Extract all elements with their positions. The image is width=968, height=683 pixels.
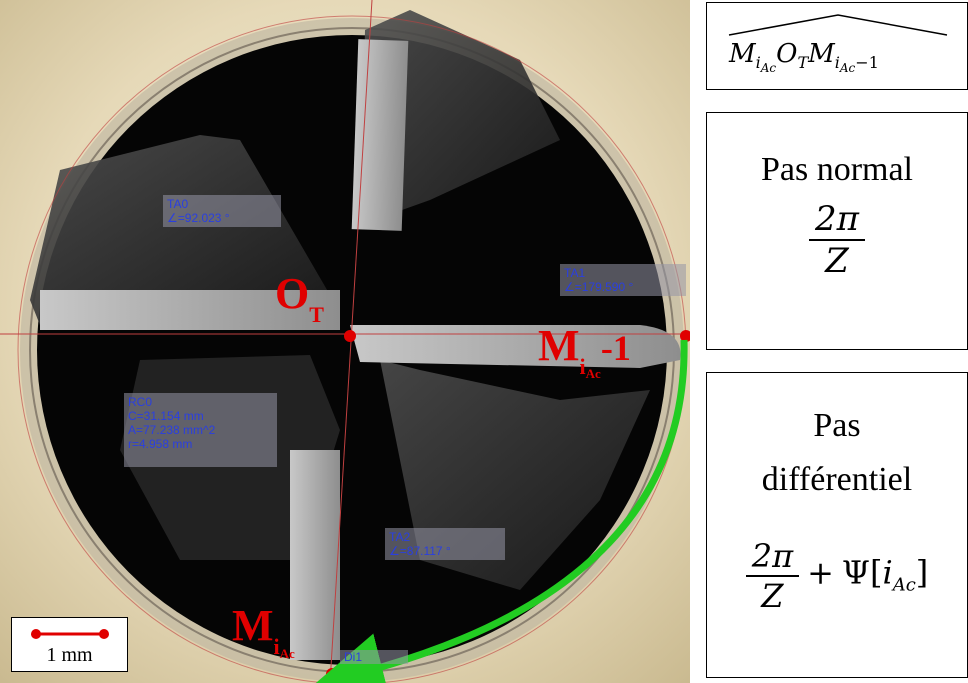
measure-rc0-c: C=31.154 mm	[128, 409, 204, 423]
diff-psi-i: i	[882, 553, 893, 592]
measure-ta2: TA2 ∠=87.117 °	[385, 528, 505, 560]
diff-den: Z	[761, 577, 784, 615]
angle-ac2: Ac	[839, 61, 856, 76]
label-m0-main: M	[232, 601, 274, 650]
measure-ta2-value: ∠=87.117 °	[389, 544, 451, 558]
arc-hat	[728, 14, 948, 36]
angle-ac1: Ac	[760, 61, 777, 76]
diff-plus: +	[807, 553, 834, 592]
angle-minus1: −1	[855, 53, 879, 73]
scale-bar: 1 mm	[11, 617, 128, 672]
label-ot-main: O	[275, 269, 310, 318]
angle-arrow	[314, 339, 688, 683]
scale-line	[31, 629, 109, 639]
measure-di1: Di1	[340, 650, 408, 664]
point-ot	[344, 330, 356, 342]
measure-rc0-name: RC0	[128, 395, 153, 409]
label-ot: OT	[275, 268, 324, 327]
label-m1: MiAc-1	[538, 320, 631, 381]
label-m1-main: M	[538, 321, 580, 370]
measure-ta2-name: TA2	[389, 530, 411, 544]
label-m0-subsub: Ac	[279, 646, 295, 661]
measure-ta0-value: ∠=92.023 °	[167, 211, 230, 225]
label-m1-sub: i	[579, 354, 586, 379]
measure-di1-name: Di1	[344, 650, 363, 664]
normal-fraction: 2π Z	[809, 199, 865, 281]
angle-t: T	[797, 53, 809, 73]
point-m0	[326, 668, 338, 680]
label-ot-sub: T	[309, 302, 324, 327]
angle-i2: i	[834, 53, 840, 73]
angle-o: O	[776, 39, 798, 69]
angle-formula: MiAcOTMiAc−1	[729, 39, 879, 75]
diff-title-1: Pas	[813, 407, 861, 444]
diff-num: 2π	[745, 537, 800, 577]
diff-fraction: 2π Z	[745, 537, 800, 615]
measure-ta1-value: ∠=179.590 °	[564, 280, 634, 294]
point-m1	[680, 330, 690, 342]
label-m1-suffix: -1	[600, 328, 631, 368]
measure-rc0-r: r=4.958 mm	[128, 437, 193, 451]
measure-rc0-a: A=77.238 mm^2	[128, 423, 216, 437]
flute-tr	[360, 10, 560, 225]
diff-formula: 2π Z + Ψ[iAc]	[707, 537, 967, 615]
diff-psi: Ψ[	[841, 553, 883, 592]
normal-num: 2π	[809, 199, 865, 241]
edge-left	[40, 290, 340, 330]
measure-ta0-name: TA0	[167, 197, 189, 211]
scale-label: 1 mm	[46, 644, 93, 666]
panel-differential: Pas différentiel 2π Z + Ψ[iAc]	[706, 372, 968, 678]
angle-m2: M	[808, 39, 835, 69]
edge-top	[351, 39, 409, 231]
diff-title-2: différentiel	[761, 461, 913, 498]
angle-m1: M	[729, 39, 756, 69]
edge-right	[350, 325, 681, 368]
measure-ta1-name: TA1	[564, 266, 586, 280]
measure-ta0: TA0 ∠=92.023 °	[163, 195, 281, 227]
panel-normal: Pas normal 2π Z	[706, 112, 968, 350]
label-m0: MiAc	[232, 600, 295, 661]
diff-psi-sub: Ac	[892, 574, 916, 596]
flute-tl	[30, 135, 330, 325]
diff-close: ]	[915, 553, 929, 592]
normal-den: Z	[825, 241, 849, 281]
edge-bottom	[290, 450, 340, 660]
normal-title: Pas normal	[760, 151, 914, 188]
label-m0-sub: i	[273, 634, 280, 659]
measure-rc0: RC0 C=31.154 mm A=77.238 mm^2 r=4.958 mm	[124, 393, 277, 467]
panel-angle: MiAcOTMiAc−1	[706, 2, 968, 90]
angle-i1: i	[755, 53, 761, 73]
measure-ta1: TA1 ∠=179.590 °	[560, 264, 686, 296]
label-m1-subsub: Ac	[585, 366, 601, 381]
